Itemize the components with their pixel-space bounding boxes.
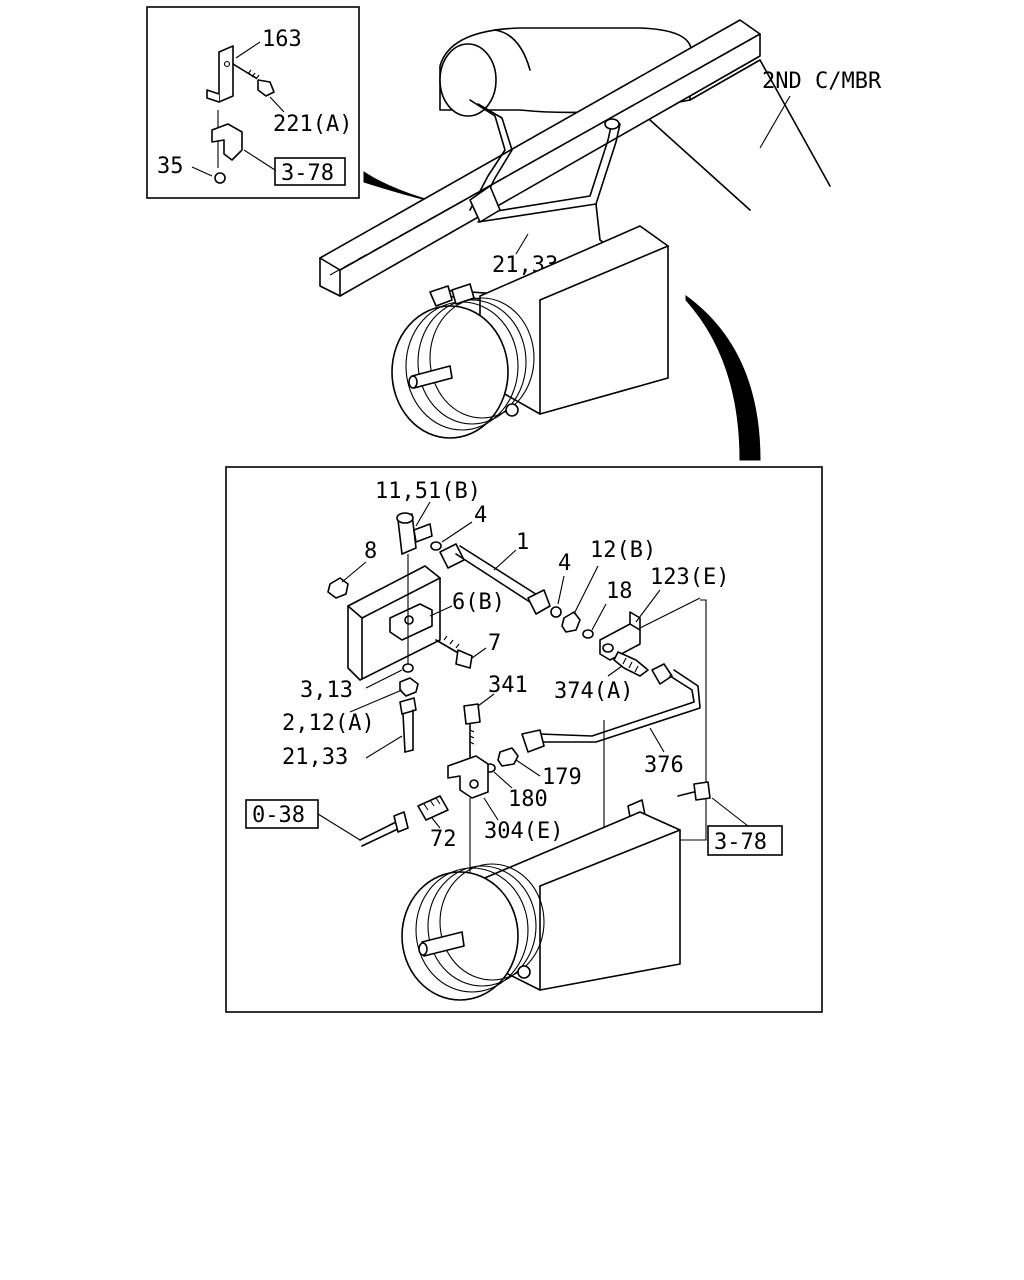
label-221a: 221(A) bbox=[273, 112, 352, 137]
label-2-12a: 2,12(A) bbox=[282, 711, 375, 736]
inset-frame bbox=[146, 6, 360, 199]
label-7: 7 bbox=[488, 631, 501, 656]
bolt-7-drawing bbox=[435, 635, 473, 669]
bolt-21-33-drawing bbox=[399, 697, 417, 753]
label-11-51b: 11,51(B) bbox=[375, 479, 481, 504]
washer-4a-drawing bbox=[430, 541, 442, 551]
inset-bracket-detail: 163 221(A) 35 3-78 bbox=[146, 6, 360, 199]
bolt-3-78-drawing bbox=[677, 781, 711, 801]
detail-pointer-arrow bbox=[685, 295, 761, 461]
label-374a: 374(A) bbox=[554, 679, 633, 704]
ref-box-3-78-bottom[interactable] bbox=[707, 825, 783, 856]
overview-assembly: 2ND C/MBR 21,33 bbox=[319, 19, 882, 439]
connector-72-drawing bbox=[359, 795, 449, 847]
detail-exploded-view: 11,51(B) 4 1 8 4 12(B) 123(E) 18 6(B) 7 … bbox=[225, 466, 823, 1013]
ref-label-0-38[interactable]: 0-38 bbox=[252, 803, 305, 828]
label-35: 35 bbox=[157, 154, 184, 179]
label-72: 72 bbox=[430, 827, 457, 852]
washer-4b-drawing bbox=[550, 606, 562, 618]
label-163: 163 bbox=[262, 27, 302, 52]
member-section-drawing bbox=[347, 565, 441, 681]
nut-179-drawing bbox=[497, 747, 519, 767]
label-341: 341 bbox=[488, 673, 528, 698]
hose-1-drawing bbox=[439, 543, 551, 615]
label-180: 180 bbox=[508, 787, 548, 812]
label-2nd-c-mbr: 2ND C/MBR bbox=[762, 69, 882, 94]
washer-18-drawing bbox=[582, 629, 594, 639]
nut-8-drawing bbox=[327, 577, 349, 599]
label-304e: 304(E) bbox=[484, 819, 563, 844]
label-6b: 6(B) bbox=[452, 590, 505, 615]
label-123e: 123(E) bbox=[650, 565, 729, 590]
label-8: 8 bbox=[364, 539, 377, 564]
bolt-341-drawing bbox=[463, 703, 481, 761]
ref-label-3-78-bottom[interactable]: 3-78 bbox=[714, 830, 767, 855]
detail-frame bbox=[225, 466, 823, 1013]
brake-chamber-overview bbox=[391, 225, 669, 439]
nut-12b-drawing bbox=[561, 611, 581, 633]
washer-3-13-drawing bbox=[402, 663, 414, 673]
label-3-13: 3,13 bbox=[300, 678, 353, 703]
clamp-drawing bbox=[211, 110, 243, 184]
label-18: 18 bbox=[606, 579, 633, 604]
label-21-33-detail: 21,33 bbox=[282, 745, 348, 770]
pipe-376-drawing bbox=[521, 597, 707, 841]
bracket-123e-drawing bbox=[599, 611, 641, 661]
ref-box-3-78-top[interactable] bbox=[274, 157, 346, 186]
label-4b: 4 bbox=[558, 551, 571, 576]
nut-2-12a-drawing bbox=[399, 677, 419, 697]
union-374a-drawing bbox=[613, 651, 673, 685]
label-179: 179 bbox=[542, 765, 582, 790]
tee-fitting-drawing bbox=[396, 512, 433, 666]
bolt-221a-drawing bbox=[232, 63, 275, 97]
ref-label-3-78-top[interactable]: 3-78 bbox=[281, 161, 334, 186]
cross-member-rail bbox=[319, 19, 831, 297]
label-376: 376 bbox=[644, 753, 684, 778]
label-12b: 12(B) bbox=[590, 538, 656, 563]
label-4a: 4 bbox=[474, 503, 487, 528]
bracket-163-drawing bbox=[206, 45, 234, 103]
label-1: 1 bbox=[516, 530, 529, 555]
bracket-304e-drawing bbox=[447, 755, 489, 880]
brake-chamber-detail bbox=[401, 811, 681, 1001]
